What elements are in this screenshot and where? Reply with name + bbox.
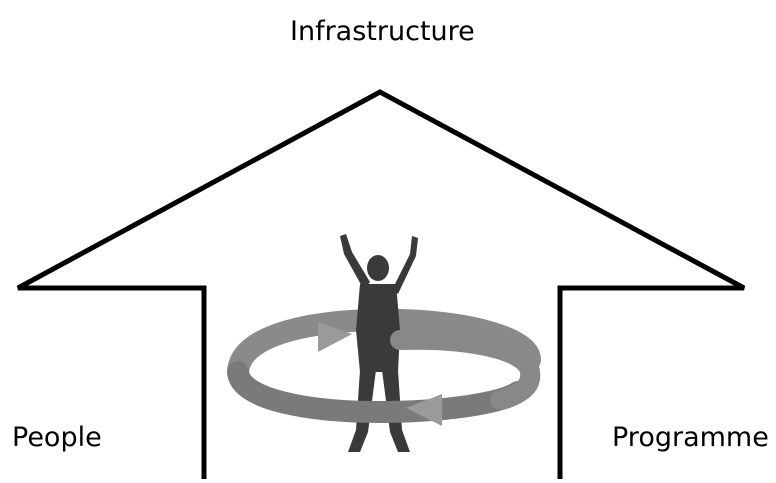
person-with-circular-arrows-icon	[227, 234, 541, 452]
house-outline	[16, 89, 746, 479]
ring-front	[227, 361, 529, 424]
label-programme: Programme	[612, 422, 769, 453]
label-infrastructure: Infrastructure	[290, 16, 475, 47]
person-figure	[340, 234, 418, 452]
ring-arrow-head-upper	[318, 322, 352, 352]
label-people: People	[12, 422, 102, 453]
ring-right-band	[390, 329, 541, 410]
ring-arrow-head-lower	[406, 394, 442, 426]
ring-back	[227, 308, 541, 383]
